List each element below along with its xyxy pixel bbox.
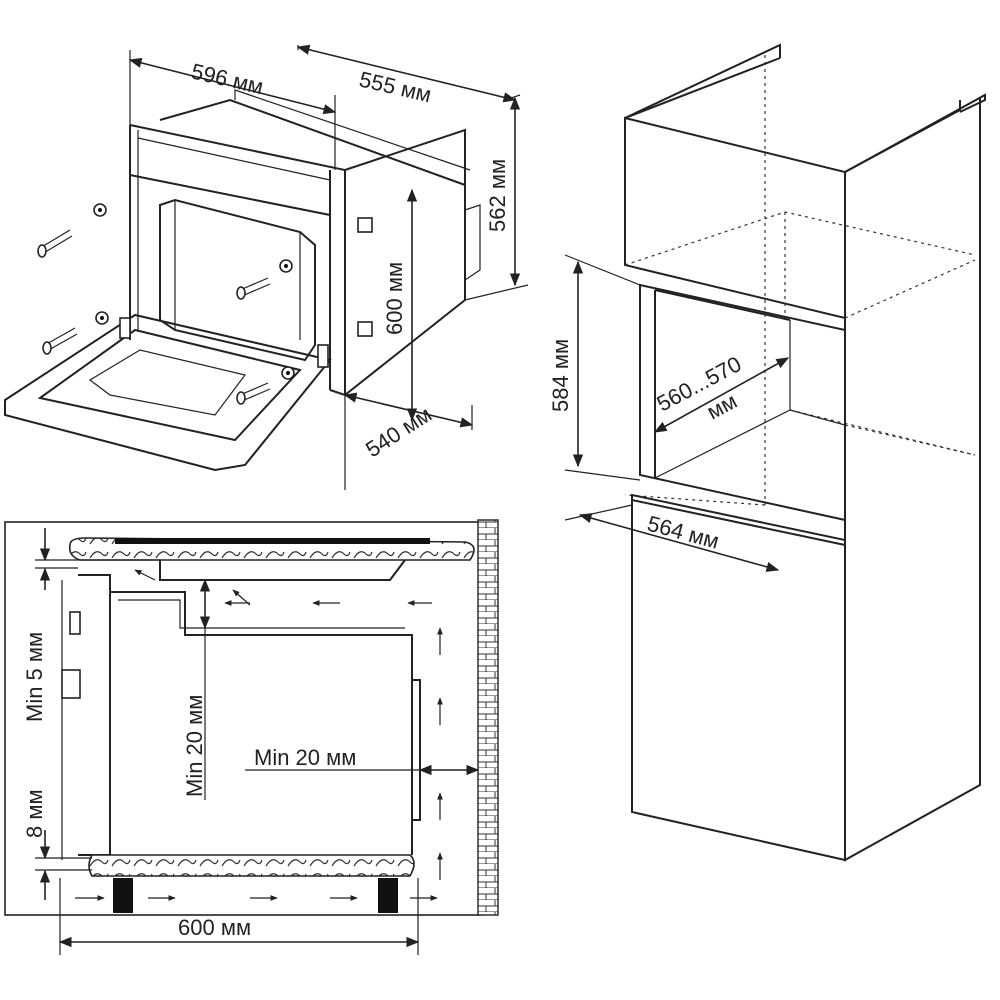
- dim-niche-width-unit: мм: [703, 388, 741, 424]
- dim-gap-back: Min 20 мм: [254, 745, 356, 770]
- cabinet-leg: [378, 878, 398, 913]
- knob-icon: [61, 669, 81, 699]
- airflow-arrows: [75, 569, 443, 901]
- dim-width-outer: 596 мм: [189, 59, 266, 100]
- dim-niche-height: 584 мм: [548, 339, 573, 412]
- shelf: [88, 854, 415, 877]
- dim-gap-inner: Min 20 мм: [182, 695, 207, 797]
- screw-icon: [37, 203, 107, 258]
- wall: [477, 519, 499, 916]
- knob-icon: [69, 611, 81, 635]
- cabinet-perspective-view: 584 мм 560...570 мм 564 мм: [548, 43, 986, 862]
- dim-height-front: 600 мм: [382, 262, 407, 335]
- vent-square-icon: [357, 217, 373, 233]
- dim-width: 600 мм: [178, 915, 251, 940]
- cabinet-leg: [113, 878, 133, 913]
- dim-gap-top: Min 5 мм: [22, 632, 47, 722]
- hob-glass: [115, 538, 430, 544]
- screw-icon: [236, 366, 295, 405]
- vent-square-icon: [357, 321, 373, 337]
- section-view: Min 5 мм Min 20 мм Min 20 мм 8 мм 600 мм: [4, 519, 499, 955]
- dim-depth: 555 мм: [357, 67, 434, 108]
- screw-icon: [42, 311, 109, 355]
- dim-depth-bottom: 540 мм: [361, 401, 436, 462]
- oven-perspective-view: 596 мм 555 мм 562 мм 600 мм 540 мм: [4, 44, 529, 490]
- dim-height-outer: 562 мм: [485, 159, 510, 232]
- screw-icon: [236, 259, 293, 300]
- dim-gap-bottom: 8 мм: [22, 789, 47, 838]
